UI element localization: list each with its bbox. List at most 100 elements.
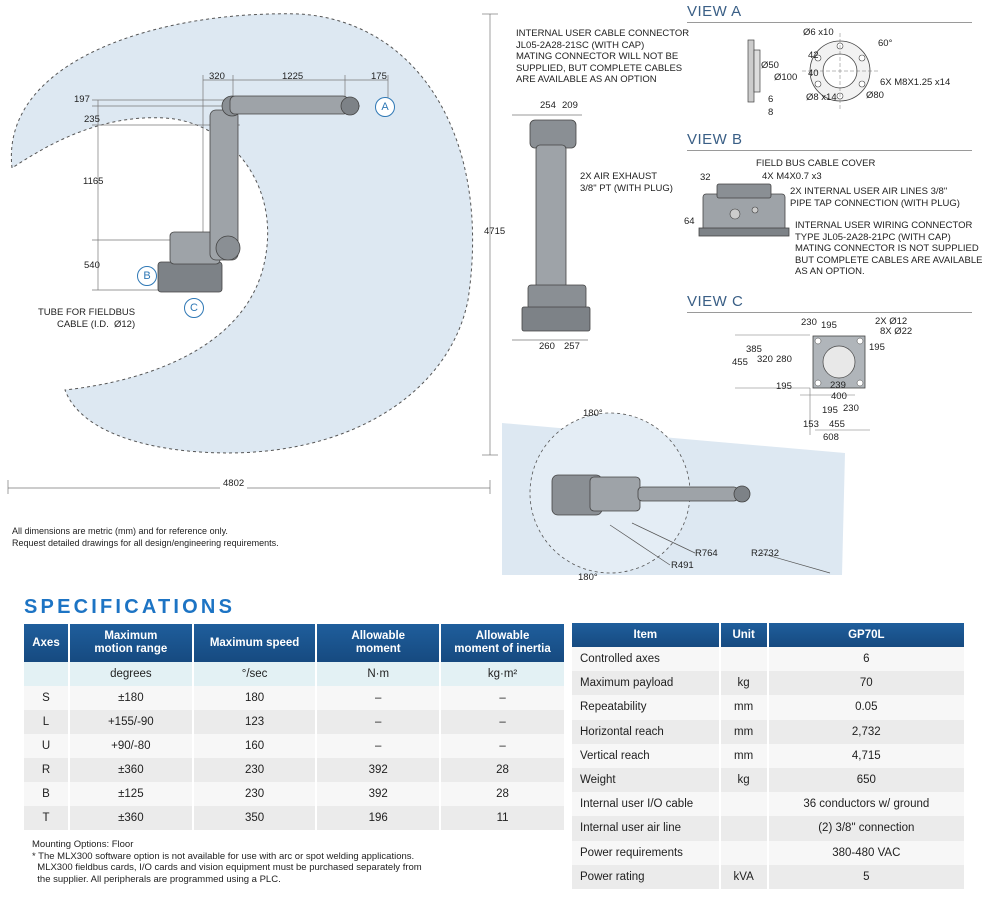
- front-dim-257: 257: [564, 341, 580, 352]
- header-axes: Axes: [24, 624, 70, 662]
- axes-spec-table: Axes Maximum motion range Maximum speed …: [24, 624, 566, 830]
- dim-175: 175: [371, 71, 387, 82]
- specifications-heading: SPECIFICATIONS: [24, 596, 236, 618]
- value-cell: 4,715: [767, 743, 967, 768]
- value-cell: (2) 3/8" connection: [767, 816, 967, 841]
- table-row: Maximum payload kg 70: [572, 671, 967, 696]
- unit-cell: kg: [719, 671, 769, 696]
- unit-cell: °/sec: [192, 662, 318, 686]
- value-cell: 5: [767, 864, 967, 889]
- view-a-d50: Ø50: [761, 60, 779, 71]
- item-cell: Power requirements: [572, 840, 721, 865]
- view-c-d455b: 455: [829, 419, 845, 430]
- table-row: Weight kg 650: [572, 767, 967, 793]
- table-cell: 28: [440, 758, 566, 782]
- item-cell: Controlled axes: [572, 647, 721, 672]
- header-model: GP70L: [767, 623, 967, 647]
- view-c-d230a: 230: [801, 317, 817, 328]
- view-c-d239: 239: [830, 380, 846, 391]
- table-row: S ±180 180 – –: [24, 686, 566, 710]
- value-cell: 0.05: [767, 695, 967, 720]
- table-cell: 196: [316, 806, 442, 830]
- view-a-rule: [687, 22, 972, 23]
- table-row: B ±125 230 392 28: [24, 782, 566, 806]
- item-cell: Horizontal reach: [572, 719, 721, 744]
- air-exhaust-note: 2X AIR EXHAUST 3/8" PT (WITH PLUG): [580, 171, 673, 194]
- table-cell: –: [316, 734, 442, 758]
- table-cell: S: [24, 686, 70, 710]
- view-c-d608: 608: [823, 432, 839, 443]
- dim-1165: 1165: [83, 176, 104, 187]
- dim-197: 197: [74, 94, 90, 105]
- table-cell: 350: [192, 806, 318, 830]
- table-cell: B: [24, 782, 70, 806]
- table-cell: –: [440, 734, 566, 758]
- view-a-d40: 40: [808, 68, 819, 79]
- table-row: Repeatability mm 0.05: [572, 695, 967, 720]
- table-cell: 230: [192, 782, 318, 806]
- table-row: Power rating kVA 5: [572, 864, 967, 889]
- unit-cell: kg: [719, 767, 769, 793]
- view-b-d64: 64: [684, 216, 695, 227]
- view-a-d6: 6: [768, 94, 774, 105]
- view-c-d153: 153: [803, 419, 819, 430]
- front-dim-209: 209: [562, 100, 578, 111]
- table-row: Internal user air line (2) 3/8" connecti…: [572, 816, 967, 841]
- header-unit: Unit: [719, 623, 769, 647]
- view-a-d6x10: Ø6 x10: [803, 27, 834, 38]
- unit-cell: kg·m²: [440, 662, 566, 686]
- item-cell: Internal user I/O cable: [572, 792, 721, 817]
- view-b-air: 2X INTERNAL USER AIR LINES 3/8" PIPE TAP…: [790, 186, 960, 209]
- unit-cell: [24, 662, 70, 686]
- front-view-drawing: [512, 114, 591, 341]
- dim-4802: 4802: [220, 478, 248, 489]
- front-dim-254: 254: [540, 100, 556, 111]
- item-cell: Power rating: [572, 864, 721, 889]
- header-motion-range: Maximum motion range: [68, 624, 194, 662]
- top-view-drawing: [502, 412, 845, 575]
- view-c-d195c: 195: [776, 381, 792, 392]
- view-c-d2x12: 2X Ø12: [875, 316, 908, 327]
- table-cell: R: [24, 758, 70, 782]
- table-cell: 180: [192, 686, 318, 710]
- dim-320: 320: [209, 71, 225, 82]
- table-cell: +90/-80: [68, 734, 194, 758]
- view-b-m4: 4X M4X0.7 x3: [762, 171, 822, 182]
- dim-235: 235: [84, 114, 100, 125]
- value-cell: 650: [767, 767, 967, 793]
- table-cell: ±180: [68, 686, 194, 710]
- disclaimer: All dimensions are metric (mm) and for r…: [12, 526, 279, 548]
- table-row: U +90/-80 160 – –: [24, 734, 566, 758]
- item-cell: Maximum payload: [572, 671, 721, 696]
- view-a-d80: Ø80: [866, 90, 884, 101]
- main-spec-table: Item Unit GP70L Controlled axes 6 Maximu…: [572, 623, 967, 889]
- view-b-d32: 32: [700, 172, 711, 183]
- value-cell: 70: [767, 671, 967, 696]
- connector-note: INTERNAL USER CABLE CONNECTOR JL05-2A28-…: [516, 28, 690, 85]
- table-row: Controlled axes 6: [572, 647, 967, 672]
- table-row: Internal user I/O cable 36 conductors w/…: [572, 792, 967, 817]
- header-moment-of-inertia: Allowable moment of inertia: [440, 624, 566, 662]
- front-dim-260: 260: [539, 341, 555, 352]
- marker-b: B: [137, 266, 157, 286]
- axes-table-header: Axes Maximum motion range Maximum speed …: [24, 624, 566, 662]
- dim-4715: 4715: [484, 226, 506, 237]
- top-radius-2732: R2732: [751, 548, 779, 559]
- view-b-title: VIEW B: [687, 131, 743, 148]
- view-a-drawing: [747, 33, 878, 110]
- table-cell: –: [440, 686, 566, 710]
- view-c-d195b: 195: [869, 342, 885, 353]
- view-c-rule: [687, 312, 972, 313]
- dim-1225: 1225: [282, 71, 304, 82]
- tube-note: TUBE FOR FIELDBUS CABLE (I.D. Ø12): [38, 307, 136, 330]
- unit-cell: [719, 647, 769, 672]
- item-cell: Repeatability: [572, 695, 721, 720]
- table-cell: L: [24, 710, 70, 734]
- view-c-title: VIEW C: [687, 293, 744, 310]
- top-radius-491: R491: [671, 560, 694, 571]
- view-a-dm8: 6X M8X1.25 x14: [880, 77, 951, 88]
- view-c-d385: 385: [746, 344, 762, 355]
- table-cell: –: [440, 710, 566, 734]
- dim-540: 540: [84, 260, 100, 271]
- value-cell: 36 conductors w/ ground: [767, 792, 967, 817]
